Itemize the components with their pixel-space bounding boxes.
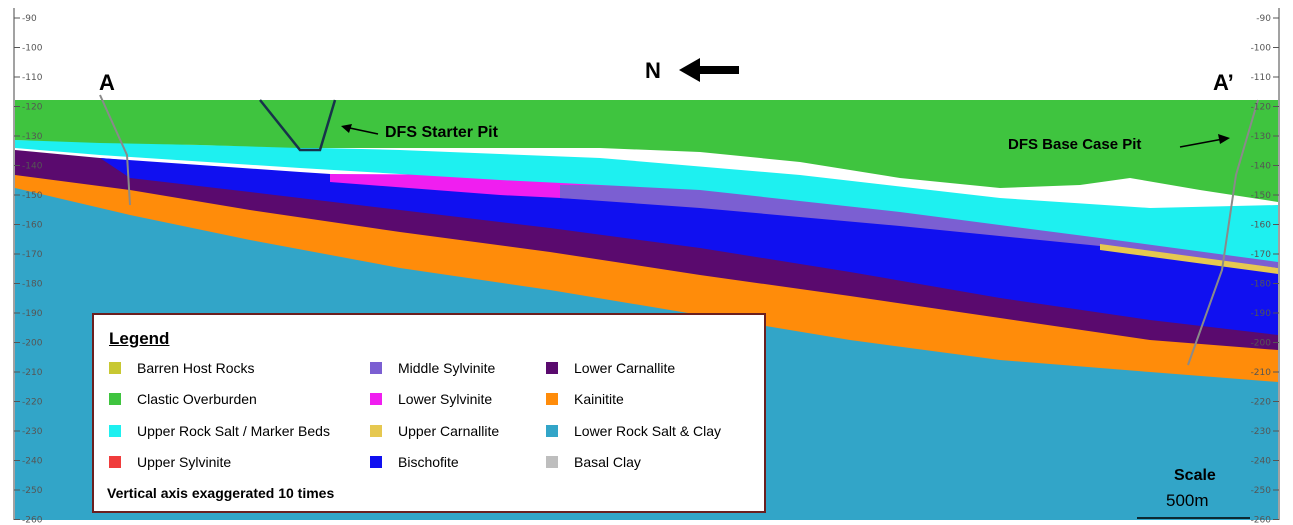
legend-swatch — [370, 456, 382, 468]
axis-tick-label: -250 — [1251, 486, 1272, 496]
axis-tick-label: -140 — [1251, 162, 1272, 172]
axis-tick-label: -100 — [1251, 44, 1272, 54]
legend-title: Legend — [109, 329, 170, 348]
north-label: N — [645, 58, 661, 83]
legend-item-label: Basal Clay — [574, 454, 641, 470]
axis-tick-label: -130 — [22, 132, 43, 142]
axis-tick-label: -210 — [1251, 368, 1272, 378]
axis-tick-label: -150 — [22, 191, 43, 201]
axis-tick-label: -120 — [22, 103, 43, 113]
axis-tick-label: -140 — [22, 162, 43, 172]
axis-tick-label: -170 — [1251, 250, 1272, 260]
legend-item-label: Kainitite — [574, 391, 624, 407]
axis-tick-label: -200 — [1251, 339, 1272, 349]
axis-tick-label: -150 — [1251, 191, 1272, 201]
legend-item-label: Lower Sylvinite — [398, 391, 493, 407]
axis-tick-label: -180 — [1251, 280, 1272, 290]
legend-swatch — [370, 393, 382, 405]
axis-tick-label: -170 — [22, 250, 43, 260]
axis-tick-label: -200 — [22, 339, 43, 349]
legend-item-label: Middle Sylvinite — [398, 360, 496, 376]
axis-tick-label: -160 — [1251, 221, 1272, 231]
axis-tick-label: -110 — [22, 73, 43, 83]
base-case-pit-annotation: DFS Base Case Pit — [1008, 136, 1142, 153]
legend-swatch — [546, 362, 558, 374]
legend-item-label: Upper Carnallite — [398, 423, 500, 439]
legend-item-label: Clastic Overburden — [137, 391, 257, 407]
legend-swatch — [109, 393, 121, 405]
layer-clastic-overburden — [15, 100, 1278, 202]
axis-tick-label: -110 — [1251, 73, 1272, 83]
axis-tick-label: -90 — [1256, 14, 1271, 24]
scale-label: Scale — [1174, 467, 1216, 484]
axis-tick-label: -230 — [1251, 427, 1272, 437]
legend-swatch — [546, 393, 558, 405]
axis-tick-label: -240 — [1251, 457, 1272, 467]
axis-tick-label: -120 — [1251, 103, 1272, 113]
legend-item-label: Lower Rock Salt & Clay — [574, 423, 722, 439]
layer-upper-rock-salt — [15, 140, 1278, 262]
legend-swatch — [546, 456, 558, 468]
starter-pit-annotation: DFS Starter Pit — [385, 124, 498, 141]
axis-tick-label: -160 — [22, 221, 43, 231]
layer-middle-sylvinite — [560, 185, 1278, 268]
axis-tick-label: -250 — [22, 486, 43, 496]
section-label-a-prime: A’ — [1213, 70, 1234, 95]
legend-item-label: Barren Host Rocks — [137, 360, 255, 376]
legend-item-label: Bischofite — [398, 454, 459, 470]
section-line-a-prime — [1187, 99, 1259, 366]
starter-pit-outline — [259, 99, 337, 152]
legend-swatch — [546, 425, 558, 437]
axis-tick-label: -260 — [1251, 516, 1272, 525]
legend-swatch — [109, 456, 121, 468]
axis-ticks: -90 -100 -110 -120 -130 -140 -150 -160 -170 -180 -… — [14, 14, 1279, 525]
axis-tick-label: -220 — [22, 398, 43, 408]
legend-item-label: Lower Carnallite — [574, 360, 676, 376]
axis-tick-label: -100 — [22, 44, 43, 54]
axis-tick-label: -210 — [22, 368, 43, 378]
axis-tick-label: -130 — [1251, 132, 1272, 142]
north-arrow-icon — [679, 58, 739, 82]
legend-item-label: Upper Sylvinite — [137, 454, 232, 470]
axis-tick-label: -220 — [1251, 398, 1272, 408]
axis-tick-label: -260 — [22, 516, 43, 525]
axis-tick-label: -230 — [22, 427, 43, 437]
layer-bischofite — [100, 158, 1278, 335]
axis-tick-label: -180 — [22, 280, 43, 290]
legend-item-label: Upper Rock Salt / Marker Beds — [137, 423, 330, 439]
axis-tick-label: -90 — [22, 14, 37, 24]
axis-tick-label: -190 — [22, 309, 43, 319]
section-line-a — [99, 94, 131, 206]
layer-upper-carnallite — [1100, 244, 1278, 274]
legend-swatch — [109, 362, 121, 374]
axis-tick-label: -190 — [1251, 309, 1272, 319]
section-label-a: A — [99, 70, 115, 95]
legend-swatch — [370, 425, 382, 437]
legend-swatch — [370, 362, 382, 374]
axis-tick-label: -240 — [22, 457, 43, 467]
scale-value: 500m — [1166, 491, 1209, 510]
legend-swatch — [109, 425, 121, 437]
legend-note: Vertical axis exaggerated 10 times — [107, 485, 335, 501]
